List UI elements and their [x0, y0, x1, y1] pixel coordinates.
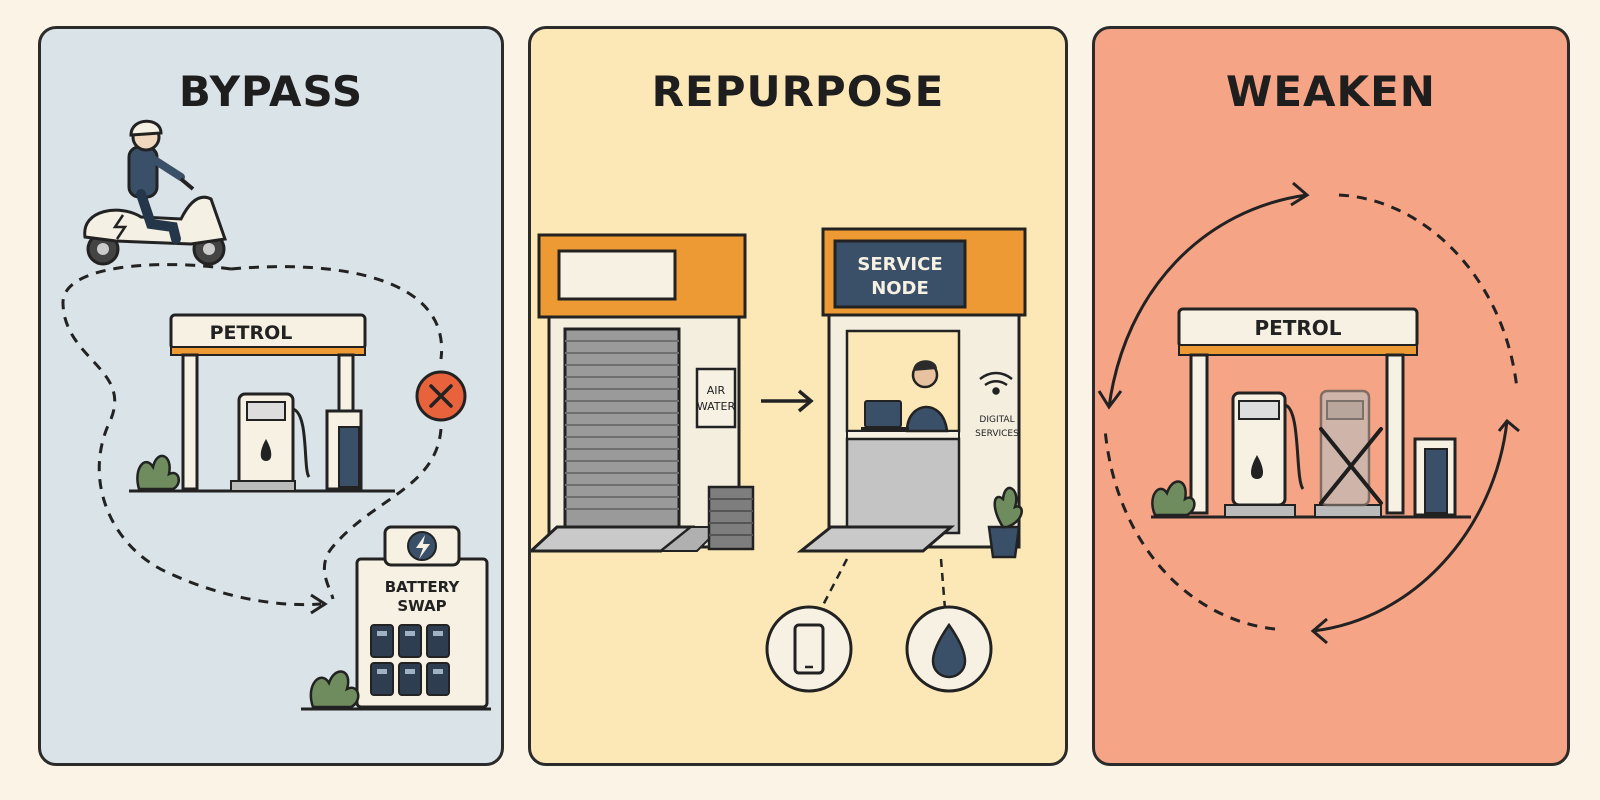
- arrow-right-icon: [761, 389, 814, 413]
- panel-weaken: WEAKEN: [1092, 26, 1570, 766]
- battery-sign-line2: SWAP: [397, 597, 446, 615]
- route-path-right: [230, 265, 444, 360]
- repurpose-illustration: AIR WATER SERVICE NODE: [531, 227, 1027, 693]
- plant-icon: [1151, 480, 1196, 517]
- station-sign: PETROL: [210, 322, 293, 344]
- panel-bypass: BYPASS: [38, 26, 504, 766]
- digital-line1: DIGITAL: [979, 415, 1014, 425]
- crossed-out-pump-icon: [1319, 389, 1383, 507]
- bypass-illustration: BATTERY SWAP PETROL: [61, 119, 491, 711]
- air-water-line1: AIR: [707, 384, 726, 397]
- weaken-illustration: PETROL: [1097, 181, 1520, 645]
- petrol-station-icon: [129, 313, 395, 493]
- blocked-x-icon: [415, 370, 467, 422]
- station-sign: PETROL: [1254, 316, 1341, 340]
- lightning-icon: [416, 535, 430, 559]
- scooter-rider-icon: [83, 119, 228, 266]
- panel-repurpose: REPURPOSE AIR WATER: [528, 26, 1068, 766]
- route-path-down: [323, 428, 443, 600]
- service-sign-line1: SERVICE: [857, 254, 942, 275]
- panel-title: BYPASS: [178, 67, 364, 116]
- water-drop-icon: [905, 605, 993, 693]
- air-water-line2: WATER: [697, 400, 736, 413]
- panel-title: REPURPOSE: [651, 67, 945, 116]
- petrol-station-icon: [1151, 307, 1471, 519]
- person-laptop-icon: [861, 360, 949, 433]
- digital-line2: SERVICES: [975, 429, 1019, 439]
- route-path: [61, 263, 322, 607]
- smartphone-icon: [765, 605, 853, 693]
- battery-sign-line1: BATTERY: [385, 578, 461, 596]
- wifi-icon: [979, 371, 1013, 395]
- plant-icon-2: [309, 670, 360, 709]
- battery-swap-station-icon: BATTERY SWAP: [301, 525, 491, 711]
- plant-icon: [136, 454, 181, 491]
- shuttered-kiosk-icon: AIR WATER: [531, 233, 755, 553]
- cycle-arrows-icon: [1097, 181, 1520, 645]
- arrow-right-icon: [310, 593, 328, 615]
- panel-title: WEAKEN: [1226, 67, 1436, 116]
- plant-icon: [987, 486, 1023, 559]
- service-sign-line2: NODE: [871, 278, 929, 299]
- service-kiosk-icon: SERVICE NODE DIGITAL SERVICES: [796, 227, 1027, 559]
